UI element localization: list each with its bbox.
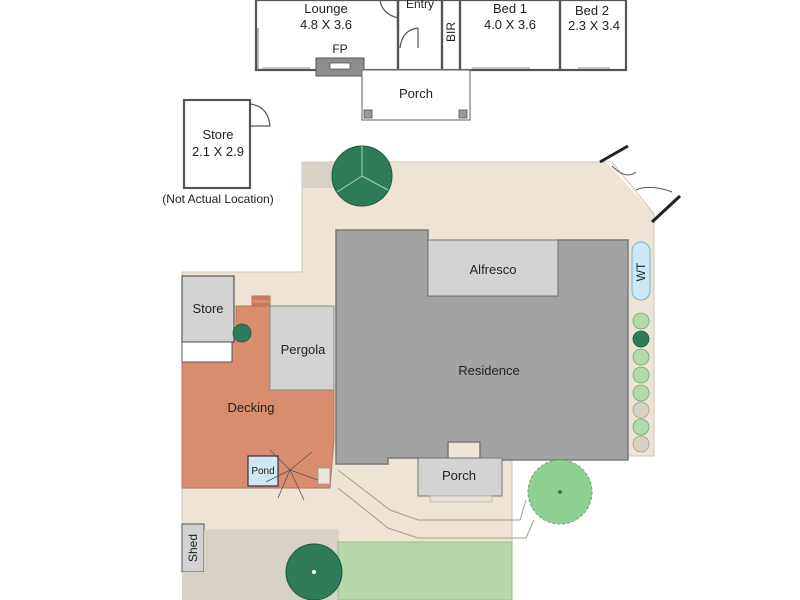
lawn (337, 541, 513, 600)
lounge-label: Lounge (304, 1, 347, 16)
store-label: Store (202, 127, 233, 142)
store-size: 2.1 X 2.9 (192, 144, 244, 159)
entry-label: Entry (406, 0, 434, 11)
site-plan: Alfresco Residence Porch Pergola Decking… (181, 144, 682, 600)
tree-front (527, 459, 593, 525)
site-porch-label: Porch (442, 468, 476, 483)
bed2-room (558, 0, 628, 72)
bir-label: BIR (444, 22, 458, 42)
bed2-label: Bed 2 (575, 3, 609, 18)
tree-top (331, 145, 393, 207)
water-tank (631, 241, 651, 301)
water-tank-label: WT (634, 262, 648, 281)
tree-deck (232, 323, 252, 343)
pergola (269, 305, 335, 391)
garden-paths (337, 469, 535, 539)
fireplace-label: FP (332, 42, 347, 56)
residence-label: Residence (458, 363, 519, 378)
store-room (182, 98, 252, 190)
bed1-size: 4.0 X 3.6 (484, 17, 536, 32)
pond-label: Pond (251, 466, 274, 477)
shrub-pond (265, 449, 319, 501)
floor-plan: Lounge 4.8 X 3.6 Entry BIR Bed 1 4.0 X 3… (162, 0, 628, 206)
tree-lawn (285, 543, 343, 600)
store-location-note: (Not Actual Location) (162, 192, 273, 206)
alfresco (427, 239, 559, 297)
decking-label: Decking (228, 400, 275, 415)
site-store-label: Store (192, 301, 223, 316)
hedge-shrubs (632, 312, 650, 453)
pond (247, 455, 279, 487)
shed-label: Shed (186, 534, 200, 562)
alfresco-label: Alfresco (470, 262, 517, 277)
site-porch (417, 457, 503, 497)
bed1-label: Bed 1 (493, 1, 527, 16)
bed2-size: 2.3 X 3.4 (568, 18, 620, 33)
porch-room (361, 69, 471, 121)
porch-label: Porch (399, 86, 433, 101)
pergola-label: Pergola (281, 342, 327, 357)
lounge-size: 4.8 X 3.6 (300, 17, 352, 32)
